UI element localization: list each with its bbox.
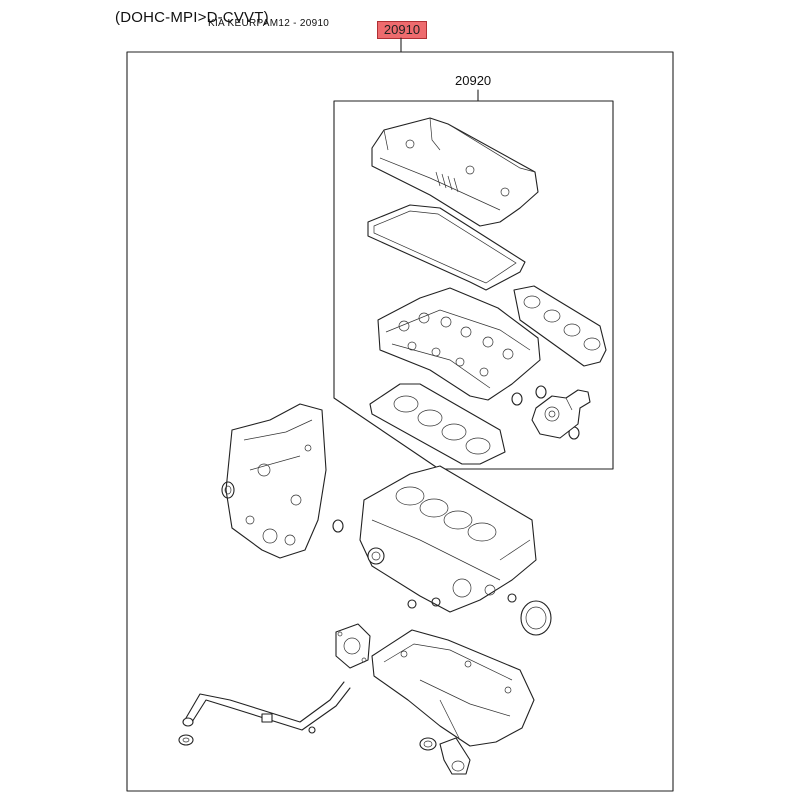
cylinder-head[interactable]	[377, 287, 541, 401]
oil-strainer-pipe[interactable]	[182, 681, 351, 734]
front-crank-seal[interactable]	[221, 481, 235, 499]
strainer-gasket[interactable]	[178, 734, 194, 746]
rear-main-seal[interactable]	[520, 600, 552, 636]
thermostat-housing[interactable]	[531, 389, 591, 439]
sub-kit-frame	[333, 89, 614, 470]
o-ring-block[interactable]	[332, 519, 344, 533]
exhaust-manifold-gasket[interactable]	[513, 285, 607, 367]
cylinder-block[interactable]	[359, 465, 537, 613]
oil-filter-adapter[interactable]	[439, 737, 471, 775]
oil-drain-plug[interactable]	[419, 737, 437, 751]
sub-kit-number-label: 20920	[455, 73, 492, 88]
catalog-reference-label: KIA KEURPAM12 - 20910	[208, 18, 330, 29]
valve-cover-gasket[interactable]	[367, 204, 526, 291]
engine-variant-label: (DOHC-MPI>D-CVVT)	[115, 9, 269, 26]
part-number-badge[interactable]: 20910	[377, 21, 427, 39]
oil-pan[interactable]	[371, 629, 535, 747]
outer-kit-frame	[126, 37, 674, 792]
oil-pump-gasket[interactable]	[335, 623, 371, 669]
valve-cover[interactable]	[371, 117, 539, 227]
block-plug[interactable]	[407, 593, 517, 609]
timing-chain-cover[interactable]	[225, 403, 327, 559]
cylinder-head-gasket[interactable]	[369, 383, 506, 465]
